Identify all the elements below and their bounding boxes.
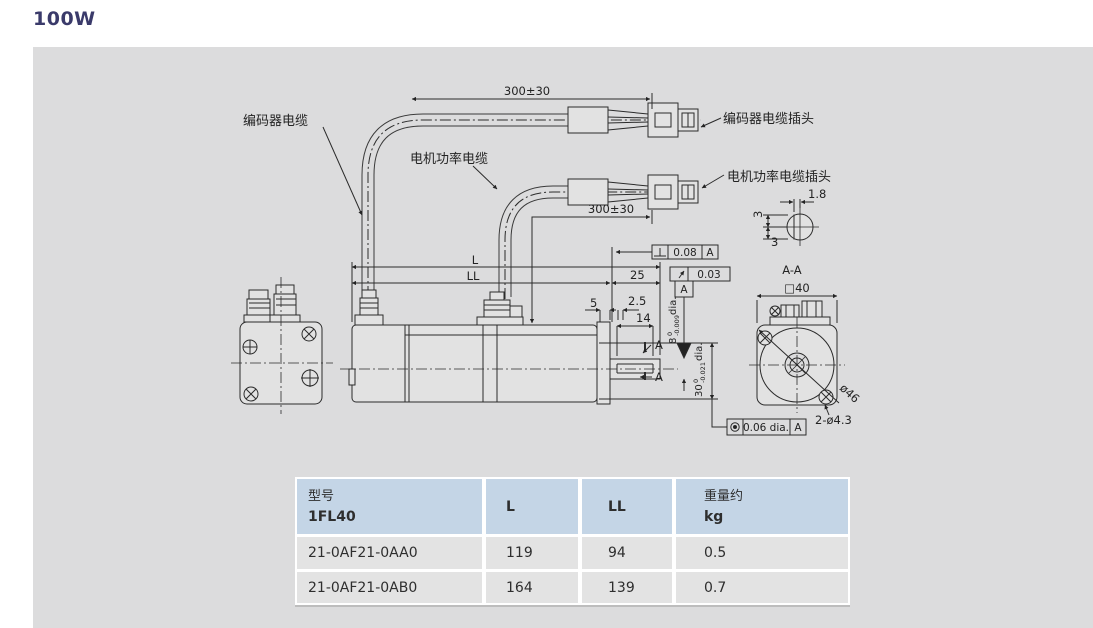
- ll-header-label: LL: [608, 498, 626, 515]
- concentricity-datum: A: [794, 422, 802, 434]
- spec-table: 型号 1FL40 L LL 重量约 kg 21-0AF21-0AA0 119 9…: [295, 477, 850, 605]
- flat-width-text: 1.8: [808, 187, 826, 201]
- l-value: 119: [506, 545, 533, 561]
- perpendicularity-frame: [615, 244, 719, 260]
- small-dimensions: [585, 307, 654, 356]
- dim-14-text: 14: [636, 311, 651, 325]
- table-row-l: 119: [486, 537, 578, 569]
- dim-5-text: 5: [590, 296, 597, 310]
- page-title: 100W: [33, 8, 96, 30]
- dim-25-text: 25: [630, 268, 645, 282]
- datum-a-indicator: [676, 297, 692, 391]
- mount-holes-text: 2-ø4.3: [815, 413, 852, 427]
- table-row-weight: 0.7: [676, 572, 848, 603]
- section-mark-bottom: A: [655, 370, 663, 384]
- col-header-model: 型号 1FL40: [297, 479, 482, 534]
- svg-text:8: 8: [668, 338, 679, 344]
- model-header-line2: 1FL40: [308, 509, 356, 526]
- dim-LL-text: LL: [467, 269, 480, 283]
- encoder-cable: [361, 102, 701, 297]
- svg-text:0: 0: [666, 332, 674, 336]
- encoder-length-text: 300±30: [504, 84, 550, 98]
- l-value: 164: [506, 579, 533, 596]
- weight-value: 0.5: [704, 545, 727, 561]
- power-length-text: 300±30: [588, 202, 634, 216]
- col-header-l: L: [486, 479, 578, 534]
- weight-header-line1: 重量约: [704, 488, 744, 504]
- dim-L-text: L: [472, 253, 479, 267]
- power-plug-leader: [701, 174, 725, 189]
- datum-triangle-icon: [676, 342, 692, 360]
- encoder-cable-leader: [322, 126, 363, 216]
- runout-datum: A: [680, 284, 688, 296]
- flange-front-view: [749, 293, 845, 416]
- table-row-model: 21-0AF21-0AA0: [297, 537, 482, 569]
- perpendicularity-value: 0.08: [673, 247, 696, 259]
- table-row-weight: 0.5: [676, 537, 848, 569]
- flat-d1-text: 3: [751, 211, 765, 218]
- svg-text:dia.: dia.: [668, 297, 679, 315]
- power-plug-label: 电机功率电缆插头: [727, 169, 831, 185]
- encoder-cable-label: 编码器电缆: [243, 113, 308, 129]
- flat-d2-text: 3: [771, 235, 778, 249]
- section-cut-marks: [639, 342, 652, 380]
- power-length-dimension: [529, 210, 653, 324]
- col-header-ll: LL: [582, 479, 672, 534]
- model-value: 21-0AF21-0AA0: [308, 545, 418, 561]
- flange-square-text: □40: [784, 281, 810, 295]
- perpendicularity-icon: [654, 248, 666, 257]
- concentricity-frame: [711, 399, 807, 436]
- table-row-model: 21-0AF21-0AB0: [297, 572, 482, 603]
- runout-frame: [669, 266, 731, 298]
- shaft-section-detail: [763, 199, 819, 246]
- weight-header-line2: kg: [704, 509, 724, 526]
- perpendicularity-datum: A: [706, 247, 714, 259]
- weight-value: 0.7: [704, 579, 727, 596]
- dim-2-5-text: 2.5: [628, 294, 646, 308]
- spigot-dia-text: 30 0 -0.021 dia.: [692, 343, 707, 397]
- table-row-ll: 139: [582, 572, 672, 603]
- encoder-length-dimension: [411, 93, 653, 109]
- drawing-panel: 编码器电缆 电机功率电缆 编码器电缆插头 电机功率电缆插头 300±30 300…: [33, 47, 1093, 628]
- col-header-weight: 重量约 kg: [676, 479, 848, 534]
- table-row-ll: 94: [582, 537, 672, 569]
- table-row-l: 164: [486, 572, 578, 603]
- svg-text:0: 0: [692, 379, 700, 383]
- svg-text:-0.021: -0.021: [699, 362, 707, 383]
- shaft-dia-text: 8 0 -0.009 dia.: [666, 297, 681, 344]
- svg-text:-0.009: -0.009: [673, 315, 681, 336]
- svg-text:dia.: dia.: [694, 343, 705, 361]
- power-cable-label: 电机功率电缆: [410, 151, 488, 167]
- svg-text:30: 30: [694, 384, 705, 397]
- ll-value: 94: [608, 545, 626, 561]
- encoder-plug-leader: [700, 117, 722, 128]
- dimension-drawing: 编码器电缆 电机功率电缆 编码器电缆插头 电机功率电缆插头 300±30 300…: [231, 84, 862, 436]
- section-label-text: A-A: [782, 263, 802, 277]
- encoder-plug-label: 编码器电缆插头: [723, 111, 814, 127]
- concentricity-icon: [730, 422, 740, 432]
- power-cable-leader: [472, 165, 498, 190]
- length-dimensions: [351, 247, 661, 355]
- concentricity-value: 0.06 dia.: [743, 422, 789, 434]
- bolt-circle-text: ø46: [837, 381, 862, 406]
- section-mark-top: A: [655, 338, 663, 352]
- ll-value: 139: [608, 579, 635, 596]
- motor-rear-view: [231, 277, 333, 414]
- model-header-line1: 型号: [308, 488, 335, 504]
- spigot-dimension: [599, 342, 718, 400]
- l-header-label: L: [506, 498, 515, 515]
- runout-icon: [678, 270, 685, 279]
- power-cable: [498, 174, 701, 299]
- runout-value: 0.03: [697, 269, 720, 281]
- model-value: 21-0AF21-0AB0: [308, 579, 418, 596]
